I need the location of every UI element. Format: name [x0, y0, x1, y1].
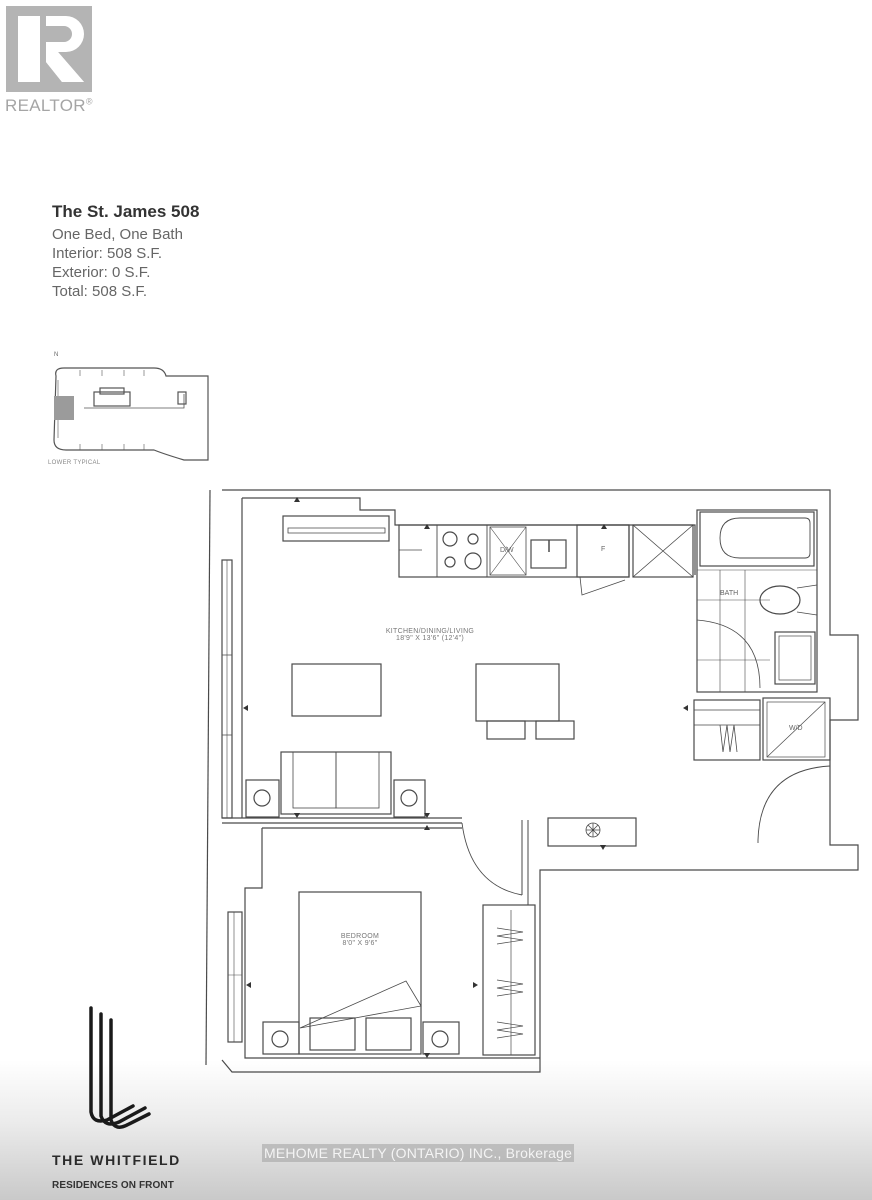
fridge-label: F: [601, 546, 605, 553]
svg-text:N: N: [54, 352, 58, 358]
unit-interior: Interior: 508 S.F.: [52, 245, 163, 262]
realtor-r-icon: [6, 6, 92, 92]
unit-info: The St. James 508 One Bed, One Bath Inte…: [52, 202, 199, 301]
brand-name: THE WHITFIELD: [52, 1152, 181, 1168]
plant-icon: [585, 822, 601, 838]
room-name: KITCHEN/DINING/LIVING: [385, 628, 475, 635]
unit-exterior: Exterior: 0 S.F.: [52, 264, 151, 281]
key-plan-drawing: N: [53, 352, 209, 461]
realtor-logo: [6, 6, 94, 92]
dishwasher-label: D/W: [500, 547, 514, 554]
key-plan: N: [44, 346, 214, 469]
bath-label: BATH: [720, 590, 738, 597]
bottom-gradient: [0, 1060, 872, 1200]
unit-bed-bath: One Bed, One Bath: [52, 226, 183, 243]
realtor-wordmark: REALTOR®: [5, 96, 93, 115]
unit-title: The St. James 508: [52, 202, 200, 221]
whitfield-mark-icon: [89, 1006, 151, 1129]
brokerage-watermark: MEHOME REALTY (ONTARIO) INC., Brokerage: [262, 1144, 575, 1162]
room-label-kitchen: KITCHEN/DINING/LIVING 18'9" X 13'6" (12'…: [360, 628, 500, 642]
whitfield-logo: [45, 1000, 205, 1145]
washer-dryer-label: W/D: [789, 725, 803, 732]
room-dimensions: 18'9" X 13'6" (12'4"): [396, 635, 464, 642]
room-name: BEDROOM: [340, 933, 380, 940]
key-plan-level-label: LOWER TYPICAL: [48, 460, 101, 466]
room-label-bedroom: BEDROOM 8'0" X 9'6": [320, 933, 400, 947]
unit-total: Total: 508 S.F.: [52, 283, 148, 300]
brand-subtitle: RESIDENCES ON FRONT: [52, 1180, 174, 1191]
room-dimensions: 8'0" X 9'6": [342, 940, 378, 947]
